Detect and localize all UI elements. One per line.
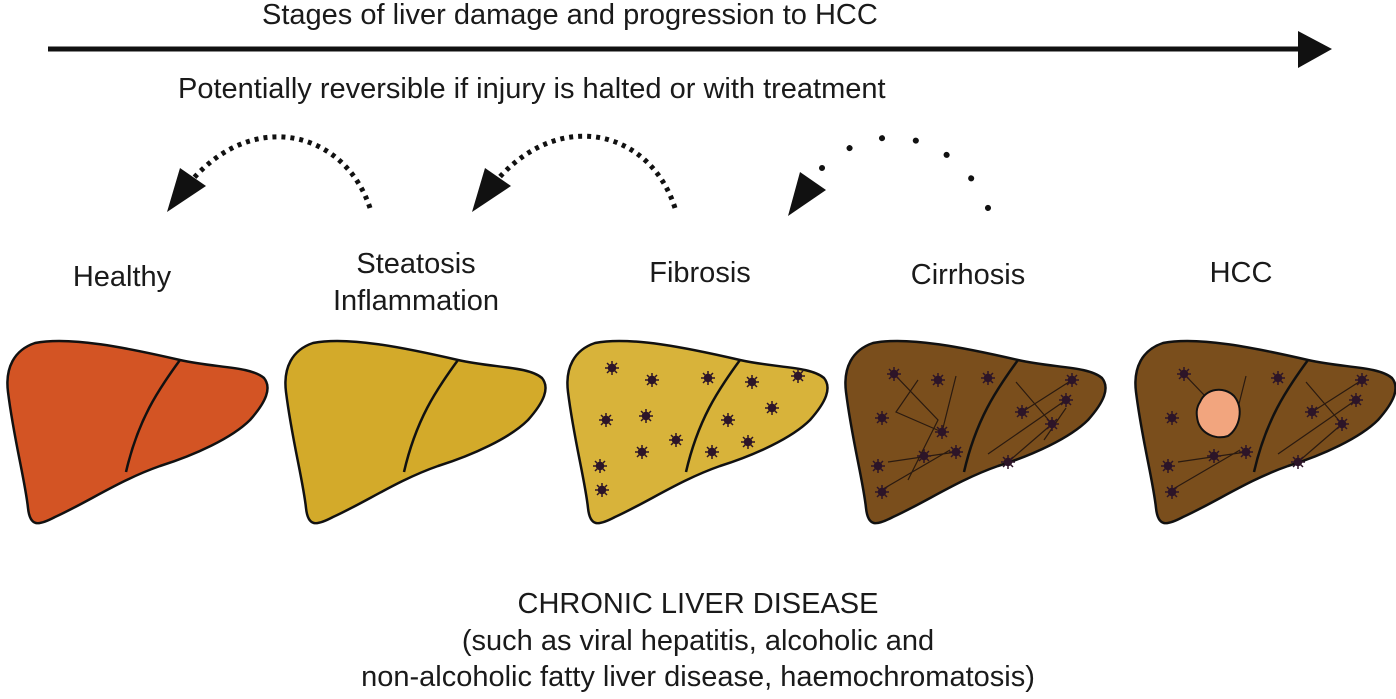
diagram-title: Stages of liver damage and progression t… — [262, 0, 878, 32]
stage-label-healthy: Healthy — [73, 260, 171, 294]
stage-label-fibrosis: Fibrosis — [649, 256, 751, 290]
liver-healthy — [7, 341, 267, 523]
hcc-tumor — [1197, 390, 1240, 437]
reversal-arrow-cirrhosis-to-fibrosis — [788, 138, 988, 216]
reversal-arrow-path — [822, 138, 988, 208]
reversible-note: Potentially reversible if injury is halt… — [178, 72, 886, 106]
stage-label-steatosis: Steatosis — [356, 247, 475, 281]
reversal-arrowhead — [472, 168, 511, 212]
liver-cirrhosis — [845, 341, 1105, 523]
footer-line-3: non-alcoholic fatty liver disease, haemo… — [0, 660, 1396, 694]
reversal-arrowhead — [167, 168, 206, 212]
stage-label-hcc: HCC — [1210, 256, 1273, 290]
stage-label-cirrhosis: Cirrhosis — [911, 258, 1025, 292]
reversal-arrow-path — [497, 136, 675, 208]
reversal-arrow-fibrosis-to-steatosis — [472, 136, 675, 212]
reversal-arrow-steatosis-to-healthy — [167, 137, 370, 212]
footer-heading: CHRONIC LIVER DISEASE — [0, 587, 1396, 621]
progression-arrowhead — [1298, 31, 1332, 68]
liver-hcc — [1135, 341, 1395, 523]
liver-steatosis-inflammation — [285, 341, 545, 523]
reversal-arrow-path — [192, 137, 370, 208]
liver-fibrosis — [567, 341, 827, 523]
progression-arrow — [48, 31, 1332, 68]
reversal-arrowhead — [788, 172, 826, 216]
stage-label-inflammation: Inflammation — [333, 284, 499, 318]
footer-line-2: (such as viral hepatitis, alcoholic and — [0, 624, 1396, 658]
